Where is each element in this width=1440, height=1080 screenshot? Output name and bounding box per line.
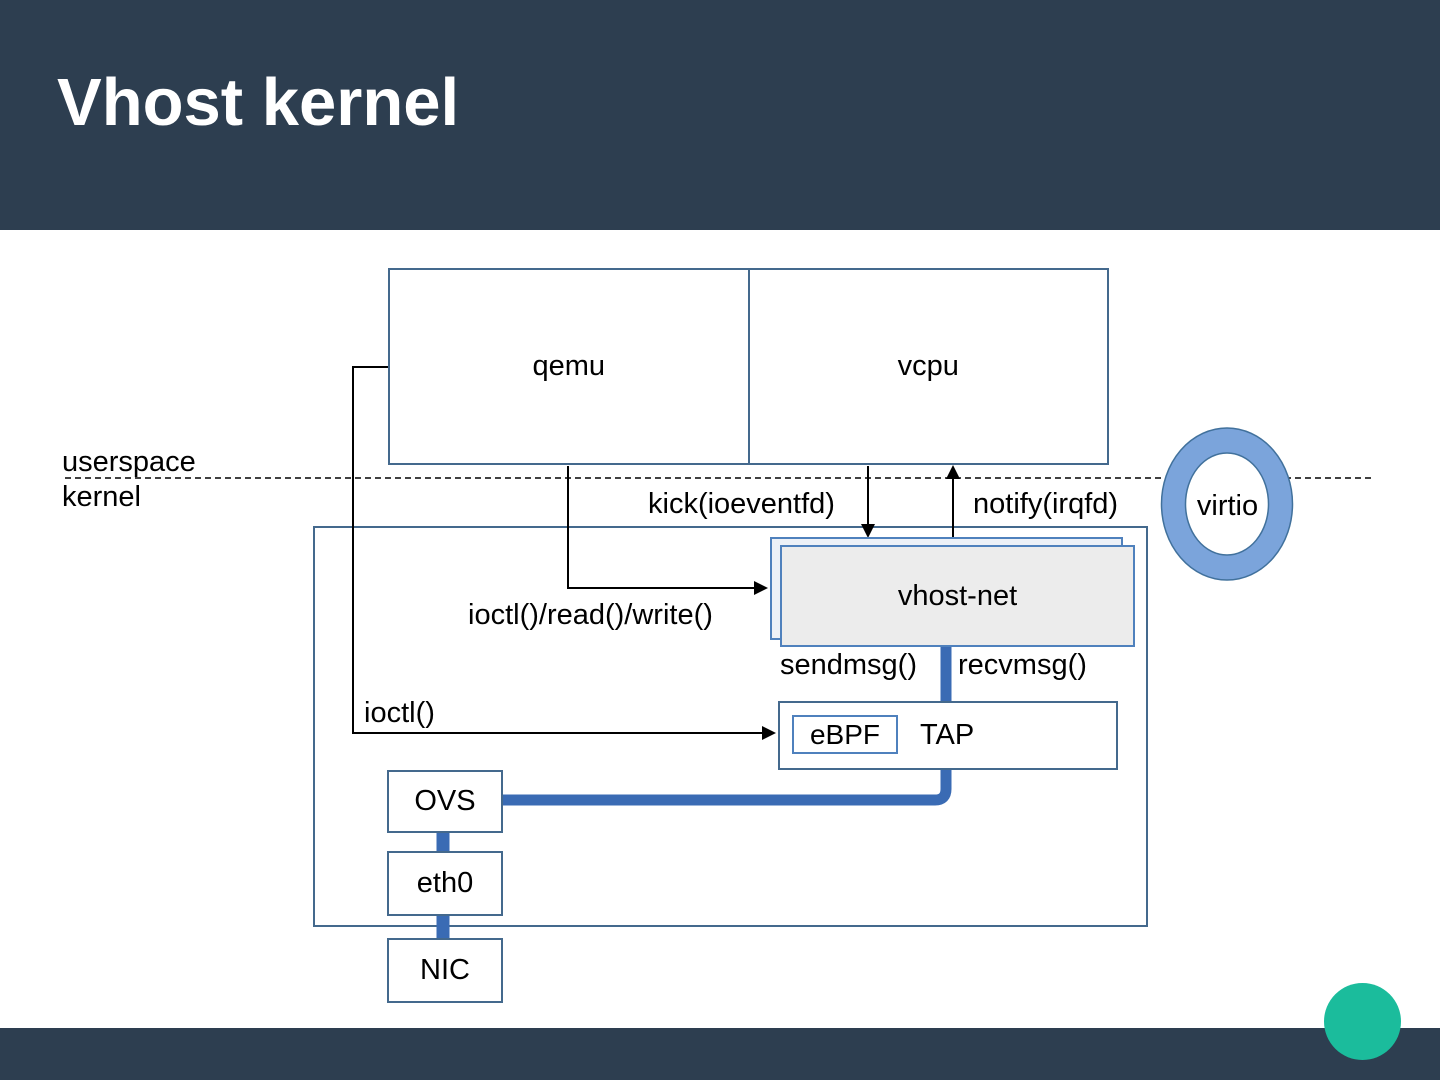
ioctl-label: ioctl() bbox=[364, 697, 435, 729]
arrow-ioctl-read-write bbox=[567, 466, 755, 589]
guest-box: qemu vcpu bbox=[388, 268, 1109, 465]
qemu-label: qemu bbox=[532, 350, 606, 382]
userspace-label: userspace bbox=[62, 446, 196, 478]
ovs-box: OVS bbox=[387, 770, 503, 833]
tap-label: TAP bbox=[920, 719, 975, 751]
ebpf-box: eBPF bbox=[792, 715, 898, 754]
page-title: Vhost kernel bbox=[57, 65, 460, 140]
notify-label: notify(irqfd) bbox=[973, 488, 1119, 520]
kick-label: kick(ioeventfd) bbox=[648, 488, 835, 520]
kernel-boundary-box bbox=[313, 526, 1148, 927]
recvmsg-label: recvmsg() bbox=[958, 649, 1087, 681]
datapath-vhost-tap-ovs bbox=[503, 641, 952, 806]
kernel-label: kernel bbox=[62, 481, 141, 513]
virtio-label: virtio bbox=[1196, 490, 1259, 522]
tap-box: eBPF TAP bbox=[778, 701, 1118, 770]
arrow-ioctl bbox=[352, 366, 763, 734]
vhost-net-label: vhost-net bbox=[897, 579, 1018, 612]
header-bar: Vhost kernel bbox=[0, 0, 1440, 230]
arrowhead-kick bbox=[861, 524, 875, 538]
vcpu-box: vcpu bbox=[750, 270, 1108, 463]
decorative-green-circle bbox=[1324, 983, 1401, 1060]
ebpf-label: eBPF bbox=[809, 718, 881, 750]
arrowhead-ioctl-read-write bbox=[754, 581, 768, 595]
eth0-label: eth0 bbox=[416, 867, 474, 899]
nic-label: NIC bbox=[420, 954, 470, 986]
qemu-box: qemu bbox=[390, 270, 750, 463]
vcpu-label: vcpu bbox=[897, 350, 959, 382]
footer-bar bbox=[0, 1028, 1440, 1080]
eth0-box: eth0 bbox=[387, 851, 503, 916]
ioctl-read-write-label: ioctl()/read()/write() bbox=[468, 599, 713, 631]
nic-box: NIC bbox=[387, 938, 503, 1003]
virtio-ring-hole bbox=[1184, 452, 1270, 556]
arrowhead-ioctl bbox=[762, 726, 776, 740]
vhost-net-box: vhost-net bbox=[780, 545, 1135, 647]
sendmsg-label: sendmsg() bbox=[780, 649, 917, 681]
arrowhead-notify bbox=[946, 465, 960, 479]
ovs-label: OVS bbox=[414, 785, 476, 817]
